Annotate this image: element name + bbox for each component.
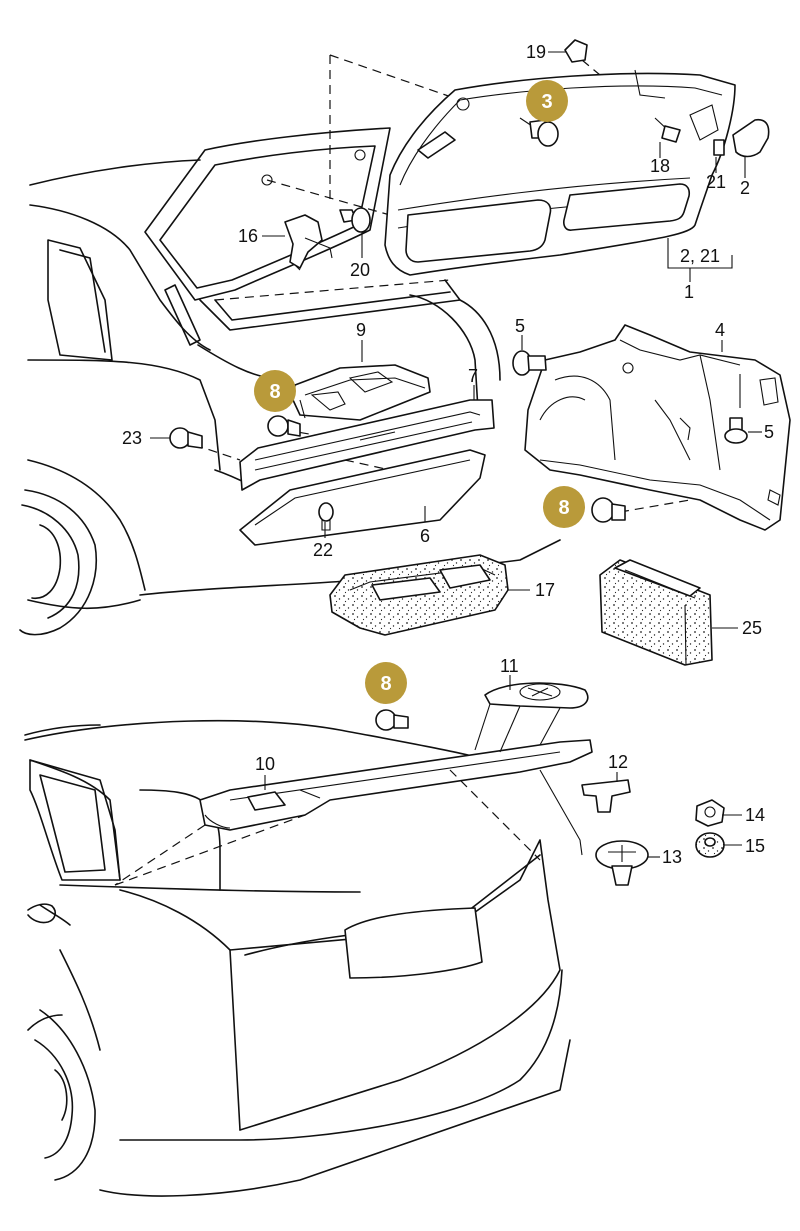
part-21-clip <box>713 139 725 156</box>
part-9-tray <box>292 364 431 421</box>
callout-2: 2 <box>740 178 750 198</box>
part-8-bumper-upper-left <box>267 415 301 437</box>
part-17-foam-tray <box>329 554 509 636</box>
open-trunk-lid <box>144 127 501 411</box>
callout-12: 12 <box>608 752 628 772</box>
callout-19: 19 <box>526 42 546 62</box>
callout-10: 10 <box>255 754 275 774</box>
callout-5-right: 5 <box>764 422 774 442</box>
callout-5-upper: 5 <box>515 316 525 336</box>
part-15-washer <box>695 832 725 858</box>
part-22-clip <box>318 502 334 531</box>
trunk-lid-trim-panel <box>384 69 736 276</box>
part-11-cover <box>474 682 589 753</box>
part-14-nut <box>695 799 725 827</box>
part-12-clip <box>581 779 631 813</box>
part-5-screw-right <box>724 417 748 444</box>
callout-14: 14 <box>745 805 765 825</box>
part-13-clip <box>595 840 649 886</box>
callout-17: 17 <box>535 580 555 600</box>
callout-16: 16 <box>238 226 258 246</box>
part-5-screw-upper <box>512 350 547 376</box>
part-8-bumper-lower <box>375 709 409 731</box>
badge-3[interactable]: 3 <box>526 80 568 122</box>
badge-8-lower-label: 8 <box>380 673 391 695</box>
callout-13: 13 <box>662 847 682 867</box>
leader-lines <box>150 51 762 858</box>
part-4-side-trim <box>524 324 791 531</box>
part-20-screw <box>339 207 371 233</box>
callout-6: 6 <box>420 526 430 546</box>
part-6-lower-panel <box>239 449 486 546</box>
callout-22: 22 <box>313 540 333 560</box>
callout-2-21: 2, 21 <box>680 246 720 266</box>
callout-25: 25 <box>742 618 762 638</box>
callout-21: 21 <box>706 172 726 192</box>
callout-7: 7 <box>468 366 478 386</box>
part-23-screw <box>169 427 203 449</box>
part-7-rear-trim <box>239 399 495 491</box>
badge-8-right[interactable]: 8 <box>543 486 585 528</box>
lower-assembly-lines <box>114 769 583 886</box>
part-18-screw <box>654 117 681 143</box>
badge-8-upper-left[interactable]: 8 <box>254 370 296 412</box>
callout-1: 1 <box>684 282 694 302</box>
part-16-lock <box>284 214 333 271</box>
part-19-clip <box>564 39 588 63</box>
callout-23: 23 <box>122 428 142 448</box>
callout-9: 9 <box>356 320 366 340</box>
badge-8-lower[interactable]: 8 <box>365 662 407 704</box>
callout-labels: 19 18 21 2 2, 21 1 16 20 9 5 4 5 7 23 22… <box>122 42 774 867</box>
part-2-cap <box>732 118 770 158</box>
part-10-spoiler <box>199 739 593 831</box>
callout-20: 20 <box>350 260 370 280</box>
callout-15: 15 <box>745 836 765 856</box>
callout-18: 18 <box>650 156 670 176</box>
callout-4: 4 <box>715 320 725 340</box>
part-8-bumper-right <box>591 497 626 523</box>
part-25-foam-block <box>599 559 713 666</box>
badge-8-upper-left-label: 8 <box>269 381 280 403</box>
callout-11: 11 <box>500 656 519 676</box>
badge-3-label: 3 <box>541 91 552 113</box>
badge-8-right-label: 8 <box>558 497 569 519</box>
upper-car-body <box>19 159 561 636</box>
